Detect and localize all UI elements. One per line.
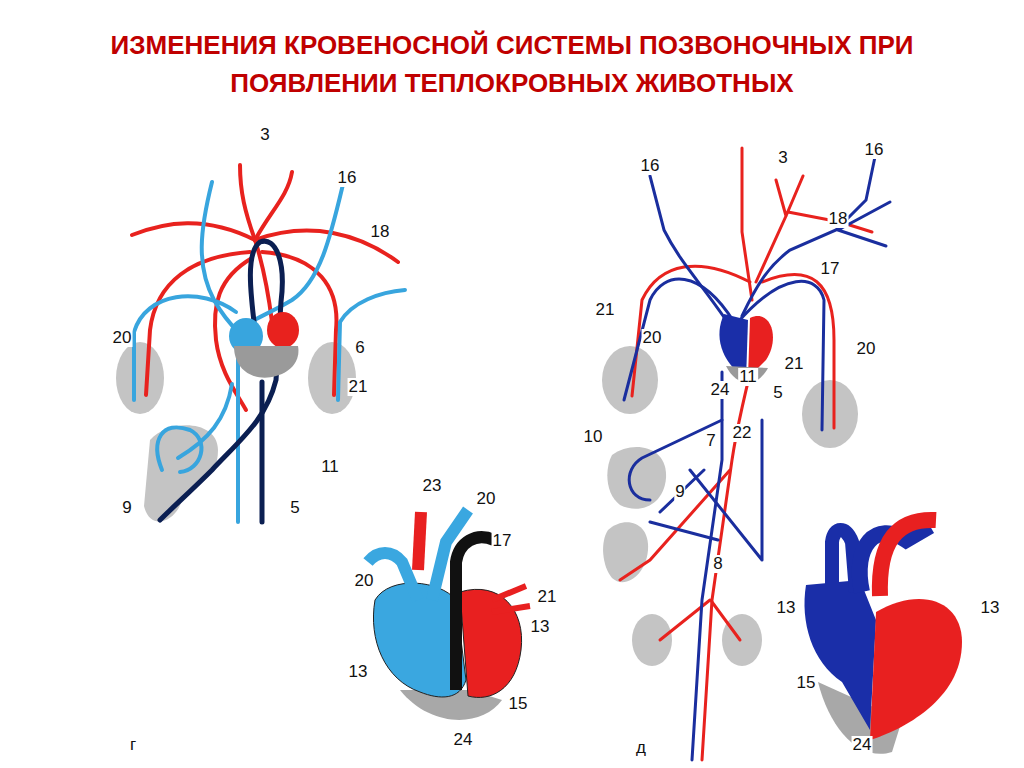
callout-number: 15: [796, 674, 817, 692]
callout-number: 21: [348, 378, 369, 396]
callout-number: 13: [776, 599, 797, 617]
callout-number: 23: [422, 477, 443, 495]
aorta: [880, 520, 936, 596]
callout-number: 18: [828, 210, 849, 228]
callout-number: 7: [705, 432, 716, 450]
callout-number: 9: [674, 483, 685, 501]
callout-number: 20: [354, 572, 375, 590]
callout-number: 18: [370, 223, 391, 241]
heart-inset-right: [805, 520, 963, 754]
callout-number: 8: [712, 555, 723, 573]
vein: [178, 384, 232, 458]
callout-number: 24: [453, 731, 474, 749]
callout-number: 13: [530, 618, 551, 636]
liver: [607, 447, 666, 509]
left-heart: [870, 599, 962, 740]
callout-number: 22: [732, 424, 753, 442]
pulmonary-vein: [492, 586, 530, 612]
kidney: [632, 614, 672, 666]
callout-number: 20: [856, 340, 877, 358]
callout-number: г: [129, 736, 137, 754]
vein: [690, 420, 762, 560]
callout-number: 17: [820, 260, 841, 278]
vein: [650, 470, 718, 540]
callout-number: 5: [289, 499, 300, 517]
callout-number: 15: [508, 695, 529, 713]
lung: [116, 342, 164, 414]
portal-vein: [629, 420, 722, 500]
ventricle: [234, 346, 298, 378]
callout-number: 6: [354, 339, 365, 357]
callout-number: 21: [595, 301, 616, 319]
heart-left: [229, 312, 299, 378]
callout-number: 16: [864, 141, 885, 159]
callout-number: 24: [852, 736, 873, 754]
artery: [632, 266, 750, 396]
vein: [738, 281, 824, 430]
callout-number: 16: [640, 157, 661, 175]
vein: [236, 345, 240, 522]
arteries-left: [132, 165, 398, 410]
artery: [255, 172, 292, 240]
veins-left: [134, 176, 405, 522]
vein: [157, 427, 201, 472]
lung: [802, 380, 858, 448]
callout-number: 9: [121, 499, 132, 517]
vein: [134, 296, 236, 400]
callout-number: 5: [772, 384, 783, 402]
callout-number: 20: [642, 329, 663, 347]
veins-right: [624, 152, 890, 760]
callout-number: 3: [777, 149, 788, 167]
right-heart: [805, 580, 877, 730]
slide-title: ИЗМЕНЕНИЯ КРОВЕНОСНОЙ СИСТЕМЫ ПОЗВОНОЧНЫ…: [82, 26, 942, 102]
vena-cava: [368, 553, 418, 600]
artery-trunk: [418, 512, 421, 570]
callout-number: 20: [476, 490, 497, 508]
callout-number: 13: [348, 663, 369, 681]
callout-number: 3: [259, 126, 270, 144]
callout-number: 11: [738, 368, 758, 386]
organs-left: [116, 342, 356, 521]
artery: [132, 223, 255, 240]
callout-number: 21: [784, 355, 805, 373]
vein: [338, 290, 405, 400]
callout-number: 11: [320, 458, 340, 476]
atrium: [267, 312, 299, 348]
callout-number: 13: [980, 599, 1001, 617]
callout-number: 24: [710, 381, 731, 399]
callout-number: 20: [112, 329, 133, 347]
callout-number: д: [635, 739, 647, 757]
vein: [742, 152, 876, 316]
artery: [756, 176, 803, 282]
vein: [246, 176, 345, 325]
left-heart: [460, 589, 522, 697]
callout-number: 10: [583, 428, 604, 446]
callout-number: 17: [492, 532, 513, 550]
heart-inset-left: [368, 510, 530, 720]
mixed-arch: [456, 537, 494, 690]
vessel: [260, 382, 265, 522]
dark-vessels-left: [160, 241, 282, 522]
callout-number: 16: [337, 169, 358, 187]
vein: [624, 279, 734, 400]
callout-number: 21: [537, 588, 558, 606]
artery: [240, 165, 255, 240]
liver: [603, 522, 648, 582]
